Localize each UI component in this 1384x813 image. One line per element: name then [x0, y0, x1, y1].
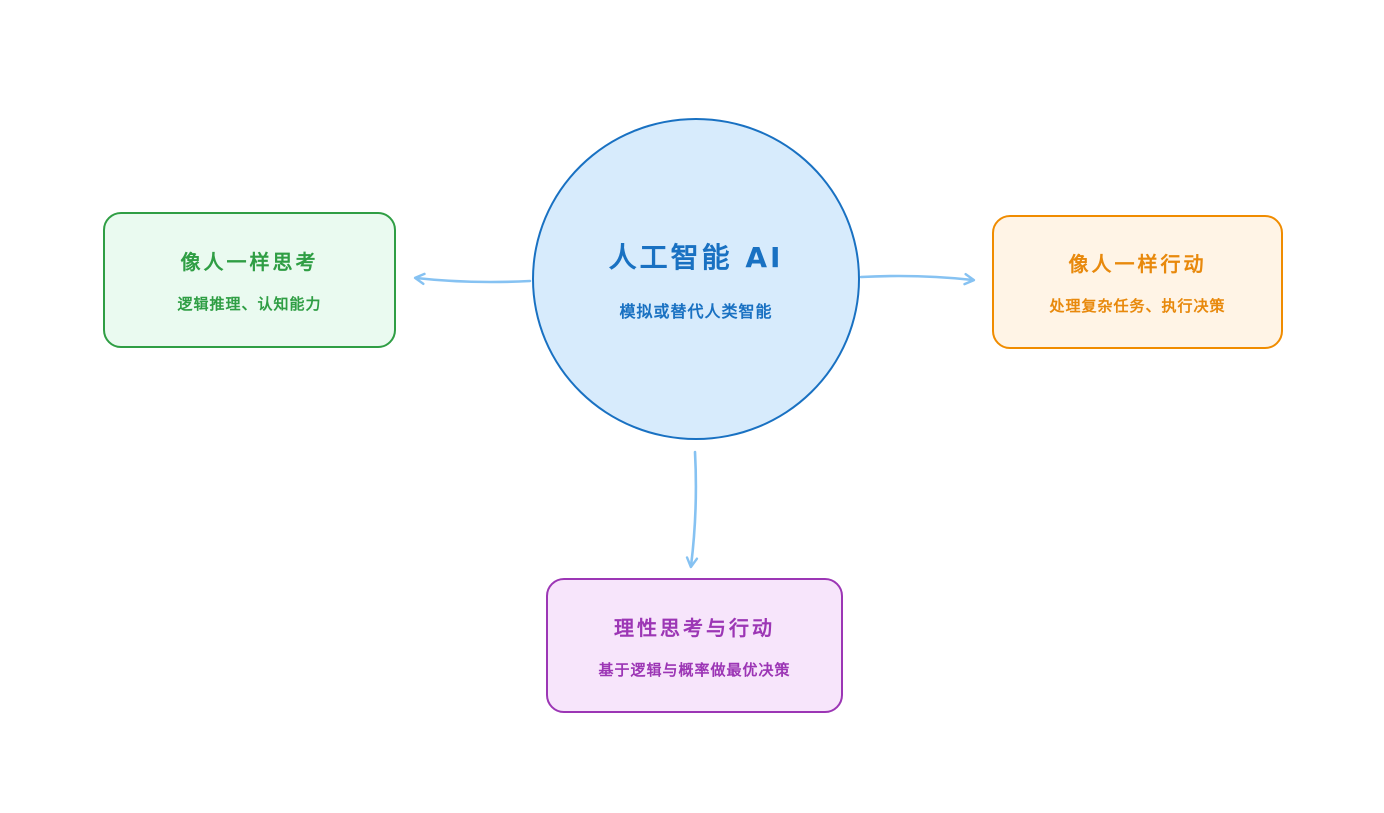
arrow-center-to-left[interactable] [413, 272, 532, 286]
arrow-center-to-bottom[interactable] [685, 450, 699, 569]
think-node-title: 像人一样思考 [180, 250, 319, 274]
center-node-title: 人工智能 AI [608, 241, 784, 274]
act-node-subtitle: 处理复杂任务、执行决策 [1049, 297, 1226, 315]
center-node-subtitle: 模拟或替代人类智能 [619, 302, 773, 321]
rational-node-subtitle: 基于逻辑与概率做最优决策 [598, 660, 791, 679]
node-act-like-human[interactable]: 像人一样行动 处理复杂任务、执行决策 [992, 215, 1283, 349]
rational-node-title: 理性思考与行动 [614, 615, 775, 640]
act-node-title: 像人一样行动 [1068, 252, 1207, 276]
node-ai-center[interactable]: 人工智能 AI 模拟或替代人类智能 [532, 118, 860, 440]
node-think-like-human[interactable]: 像人一样思考 逻辑推理、认知能力 [103, 212, 396, 348]
think-node-subtitle: 逻辑推理、认知能力 [177, 295, 322, 313]
node-rational-thought-action[interactable]: 理性思考与行动 基于逻辑与概率做最优决策 [546, 578, 843, 713]
arrow-center-to-right[interactable] [859, 272, 976, 286]
